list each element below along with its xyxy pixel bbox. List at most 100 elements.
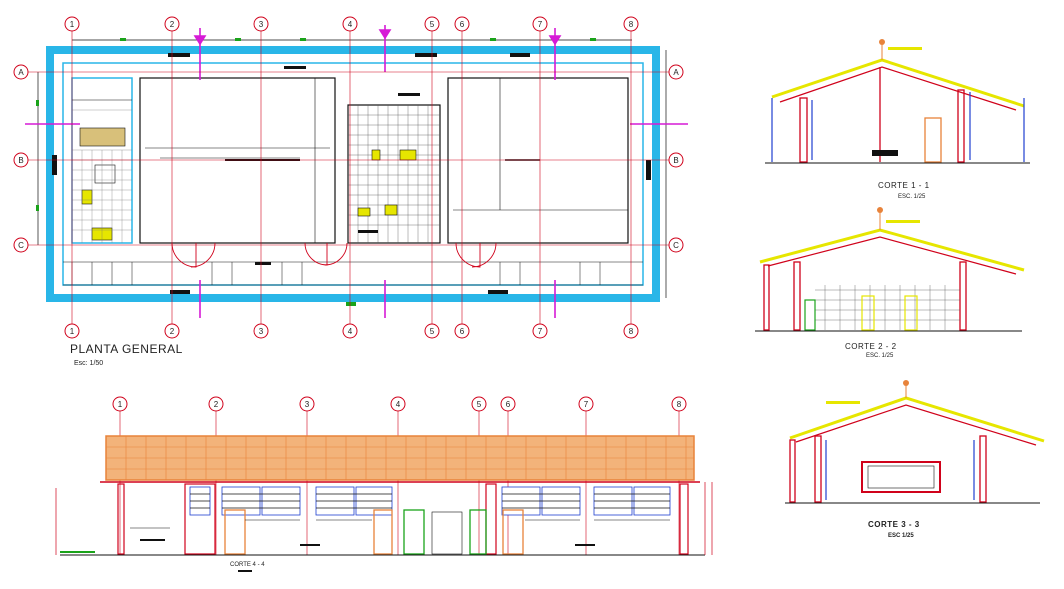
axis-bubble: 1	[112, 396, 128, 412]
elevation-interior-lines	[130, 519, 670, 546]
section-3-3-walls	[789, 435, 987, 503]
axis-bubble: 2	[164, 323, 180, 339]
elevation-doors	[224, 509, 524, 555]
svg-text:4: 4	[396, 400, 401, 409]
section-1-1-roof-inner	[779, 66, 1017, 111]
axis-bubbles-bottom: 1 2 3 4 5 6 7 8	[64, 323, 639, 339]
svg-text:C: C	[18, 241, 24, 250]
axis-bubble: 4	[342, 16, 358, 32]
section-1-1-scale: ESC. 1/25	[898, 194, 926, 200]
front-elevation: 1 2 3 4 5 6 7 8	[55, 396, 713, 572]
svg-text:7: 7	[584, 400, 589, 409]
svg-text:C: C	[673, 241, 679, 250]
svg-text:7: 7	[538, 20, 543, 29]
section-1-1-title: CORTE 1 - 1	[878, 181, 930, 190]
svg-text:8: 8	[629, 20, 634, 29]
section-2-2-walls	[763, 261, 967, 331]
elevation-roof-pattern	[106, 436, 694, 480]
axis-bubble: 5	[424, 323, 440, 339]
axis-bubble: 2	[164, 16, 180, 32]
svg-text:B: B	[673, 156, 678, 165]
axis-bubble: 3	[253, 16, 269, 32]
room-services	[347, 104, 441, 244]
svg-text:4: 4	[348, 327, 353, 336]
axis-bubble: C	[13, 237, 29, 253]
section-cut-marks	[25, 25, 688, 318]
section-1-1-walls	[799, 67, 965, 163]
room-right-classroom	[447, 77, 629, 244]
section-2-2-roof-inner	[767, 236, 1017, 275]
elevation-title: CORTE 4 - 4	[230, 562, 265, 568]
axis-bubble: C	[668, 237, 684, 253]
axis-bubble: B	[668, 152, 684, 168]
svg-text:3: 3	[305, 400, 310, 409]
elevation-window-louvers	[190, 493, 670, 509]
door-swings	[171, 242, 497, 268]
section-2-2-tile-grid	[815, 285, 960, 330]
axis-bubbles-left: A B C	[13, 64, 29, 253]
axis-bubble: 5	[424, 16, 440, 32]
axis-bubble: 2	[208, 396, 224, 412]
section-1-1-desk	[872, 150, 898, 156]
svg-text:A: A	[673, 68, 679, 77]
section-3-3-roof	[789, 396, 1045, 443]
svg-text:8: 8	[677, 400, 682, 409]
axis-bubble: 5	[471, 396, 487, 412]
svg-text:A: A	[18, 68, 24, 77]
axis-bubble: 6	[454, 16, 470, 32]
floor-plan: 1 2 3 4 5 6 7 8 1 2 3 4 5 6 7 8 A B C A	[13, 16, 688, 367]
section-1-1: CORTE 1 - 1 ESC. 1/25	[765, 39, 1030, 200]
section-2-2-scale: ESC. 1/25	[866, 353, 894, 359]
plan-text-blocks	[52, 53, 651, 294]
elevation-scale-mark	[238, 570, 252, 572]
section-3-3-blue-lines	[825, 440, 975, 500]
axis-bubble: 8	[671, 396, 687, 412]
plan-top-dimensions	[72, 39, 632, 48]
axis-bubble: 7	[578, 396, 594, 412]
section-2-2-fixtures	[804, 295, 918, 331]
elevation-dimensions	[55, 482, 713, 555]
svg-text:B: B	[18, 156, 23, 165]
elevation-axis-bubbles: 1 2 3 4 5 6 7 8	[112, 396, 687, 412]
section-3-3-scale: ESC 1/25	[888, 533, 914, 539]
services-tile-grid	[348, 105, 440, 243]
section-1-1-ridge-dot	[879, 39, 885, 45]
section-1-1-ridge-label	[888, 47, 922, 50]
axis-bubble: 8	[623, 16, 639, 32]
svg-text:5: 5	[477, 400, 482, 409]
axis-bubble: B	[13, 152, 29, 168]
svg-text:6: 6	[460, 20, 465, 29]
section-3-3-board	[861, 461, 941, 493]
section-2-2-ridge-dot	[877, 207, 883, 213]
plan-interior-lines	[145, 78, 628, 243]
dimension-ticks	[36, 38, 596, 306]
svg-text:2: 2	[170, 327, 175, 336]
section-3-3-title: CORTE 3 - 3	[868, 520, 920, 529]
svg-text:2: 2	[214, 400, 219, 409]
axis-bubble: 1	[64, 323, 80, 339]
svg-text:5: 5	[430, 327, 435, 336]
axis-bubble: 6	[454, 323, 470, 339]
services-fixtures	[357, 149, 417, 217]
svg-text:8: 8	[629, 327, 634, 336]
axis-bubble: A	[668, 64, 684, 80]
axis-bubble: 6	[500, 396, 516, 412]
section-3-3-ridge-label	[826, 401, 860, 404]
axis-bubble: 3	[253, 323, 269, 339]
svg-text:4: 4	[348, 20, 353, 29]
svg-text:1: 1	[118, 400, 123, 409]
section-3-3-ridge-dot	[903, 380, 909, 386]
svg-text:2: 2	[170, 20, 175, 29]
svg-text:6: 6	[460, 327, 465, 336]
axis-bubble: 1	[64, 16, 80, 32]
axis-bubble: 3	[299, 396, 315, 412]
svg-text:1: 1	[70, 20, 75, 29]
plan-title: PLANTA GENERAL	[70, 342, 183, 356]
axis-bubble: 4	[390, 396, 406, 412]
room-left-classroom	[139, 77, 336, 244]
plan-outer-perimeter	[46, 46, 660, 302]
axis-bubble: A	[13, 64, 29, 80]
svg-text:3: 3	[259, 327, 264, 336]
svg-text:7: 7	[538, 327, 543, 336]
svg-text:6: 6	[506, 400, 511, 409]
